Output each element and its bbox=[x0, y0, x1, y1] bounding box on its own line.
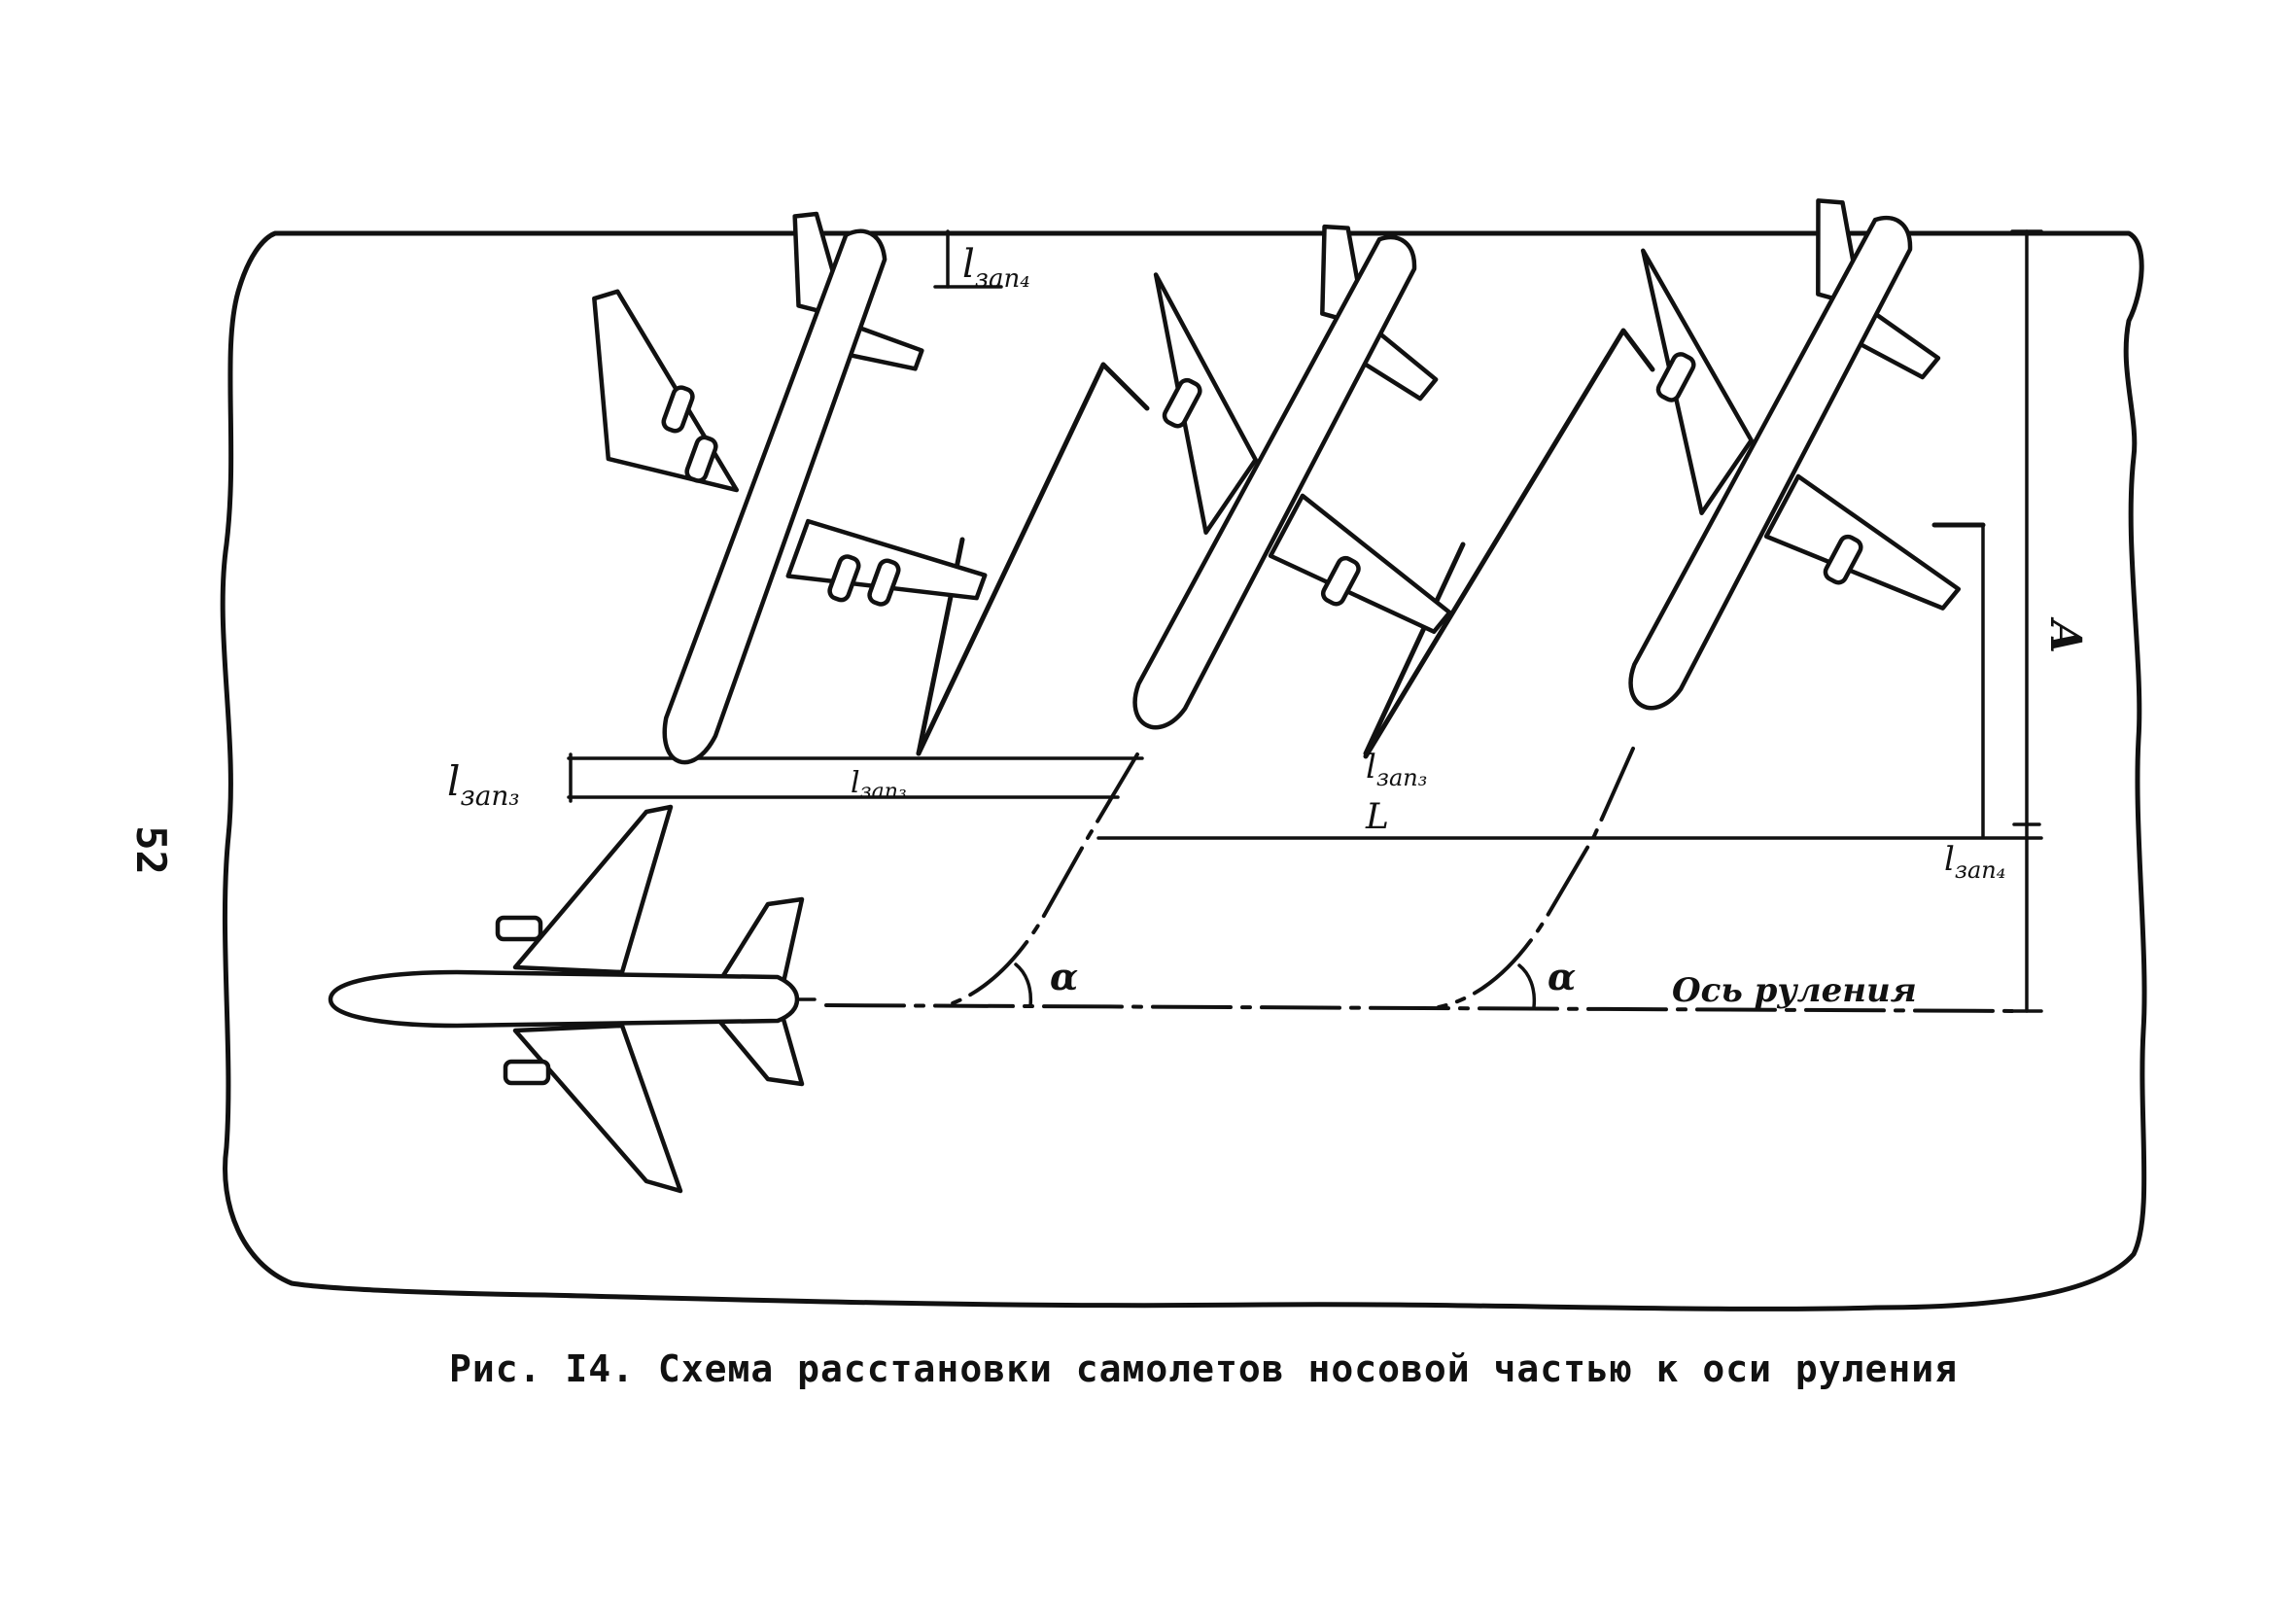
stand-envelope-2-right bbox=[1363, 542, 1466, 756]
apron-boundary bbox=[220, 230, 2147, 1311]
dimension-label-A: A bbox=[2040, 616, 2090, 653]
angle-label-1: α bbox=[1050, 955, 1078, 998]
angle-arc-1 bbox=[1014, 962, 1033, 1008]
clearance-left-label: lзап₃ bbox=[447, 757, 520, 812]
taxi-axis-line bbox=[824, 1003, 2024, 1013]
taxi-path-2 bbox=[1437, 747, 1635, 1009]
angle-label-2: α bbox=[1548, 955, 1576, 998]
taxiing-aircraft bbox=[328, 804, 817, 1194]
clearance-mid2-label: lзап₃ bbox=[1366, 748, 1427, 791]
clearance-mid1-label: lзап₃ bbox=[851, 766, 907, 804]
parked-aircraft-3 bbox=[1628, 198, 1962, 711]
dimension-label-L: L bbox=[1365, 797, 1389, 837]
figure-caption: Рис. I4. Схема расстановки самолетов нос… bbox=[449, 1347, 1959, 1390]
angle-arc-2 bbox=[1517, 963, 1537, 1009]
taxi-axis-label: Ось руления bbox=[1672, 971, 1917, 1010]
page-number: 52 bbox=[126, 825, 175, 875]
stand-envelope-2 bbox=[916, 362, 1150, 756]
parked-aircraft-1 bbox=[592, 211, 988, 765]
clearance-right-label: lзап₄ bbox=[1944, 840, 2005, 884]
parked-aircraft-2 bbox=[1132, 224, 1452, 730]
taxi-path-1 bbox=[941, 752, 1139, 1008]
stand-envelope-3 bbox=[1363, 328, 1655, 759]
clearance-top-label: lзап₄ bbox=[962, 242, 1030, 294]
